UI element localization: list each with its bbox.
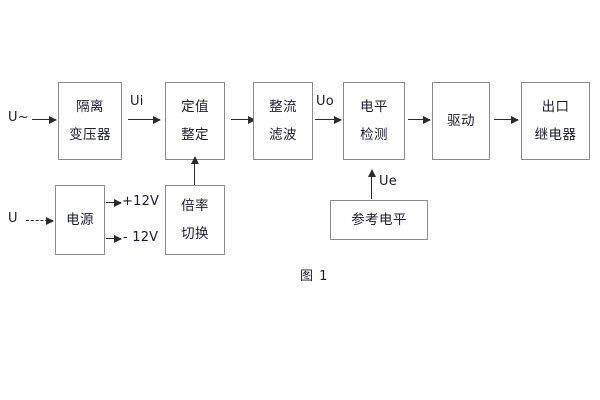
block-drive-line1: 驱动: [447, 112, 475, 129]
signal-uo-arrow: [315, 115, 342, 124]
block-ratio-switch: 倍率 切换: [165, 185, 225, 255]
figure-caption: 图 1: [300, 269, 329, 284]
block-output-relay-line2: 继电器: [534, 126, 577, 143]
rail-neg-arrow: [106, 234, 122, 243]
level-to-drive-arrow: [408, 115, 431, 124]
signal-ui-arrow: [128, 115, 161, 124]
signal-uo-label: Uo: [316, 94, 334, 109]
block-power-supply-line1: 电源: [66, 211, 94, 228]
drive-to-relay-arrow: [494, 115, 519, 124]
block-setpoint-adjust-line1: 定值: [181, 99, 209, 116]
block-level-detect-line1: 电平: [360, 99, 388, 116]
rail-pos-label: +12V: [122, 194, 160, 209]
block-isolation-transformer-line2: 变压器: [69, 126, 111, 143]
block-level-detect: 电平 检测: [343, 82, 405, 160]
block-output-relay-line1: 出口: [541, 99, 570, 116]
block-rectify-filter: 整流 滤波: [253, 82, 313, 160]
setpoint-to-rectify-arrow: [231, 115, 256, 124]
dc-input-label: U: [8, 211, 18, 226]
signal-ue-label: Ue: [379, 174, 397, 189]
block-reference-level-line1: 参考电平: [351, 211, 407, 228]
block-output-relay: 出口 继电器: [521, 82, 590, 160]
block-isolation-transformer-line1: 隔离: [76, 99, 104, 116]
block-power-supply: 电源: [55, 185, 105, 255]
rail-neg-label: - 12V: [123, 230, 159, 245]
dc-input-arrow: [26, 216, 54, 225]
block-reference-level: 参考电平: [330, 200, 428, 240]
block-isolation-transformer: 隔离 变压器: [58, 82, 122, 160]
signal-ue-arrow: [367, 169, 376, 199]
block-rectify-filter-line2: 滤波: [269, 126, 297, 143]
block-level-detect-line2: 检测: [360, 126, 388, 143]
ac-input-arrow: [32, 115, 57, 124]
block-rectify-filter-line1: 整流: [269, 99, 297, 116]
signal-ui-label: Ui: [130, 94, 144, 109]
ratio-to-setpoint-arrow: [190, 156, 199, 185]
block-drive: 驱动: [432, 82, 490, 160]
block-ratio-switch-line2: 切换: [181, 225, 209, 242]
rail-pos-arrow: [106, 198, 122, 207]
block-ratio-switch-line1: 倍率: [181, 198, 209, 215]
ac-input-label: U~: [8, 110, 29, 125]
block-setpoint-adjust: 定值 整定: [165, 82, 225, 160]
block-setpoint-adjust-line2: 整定: [181, 126, 209, 143]
